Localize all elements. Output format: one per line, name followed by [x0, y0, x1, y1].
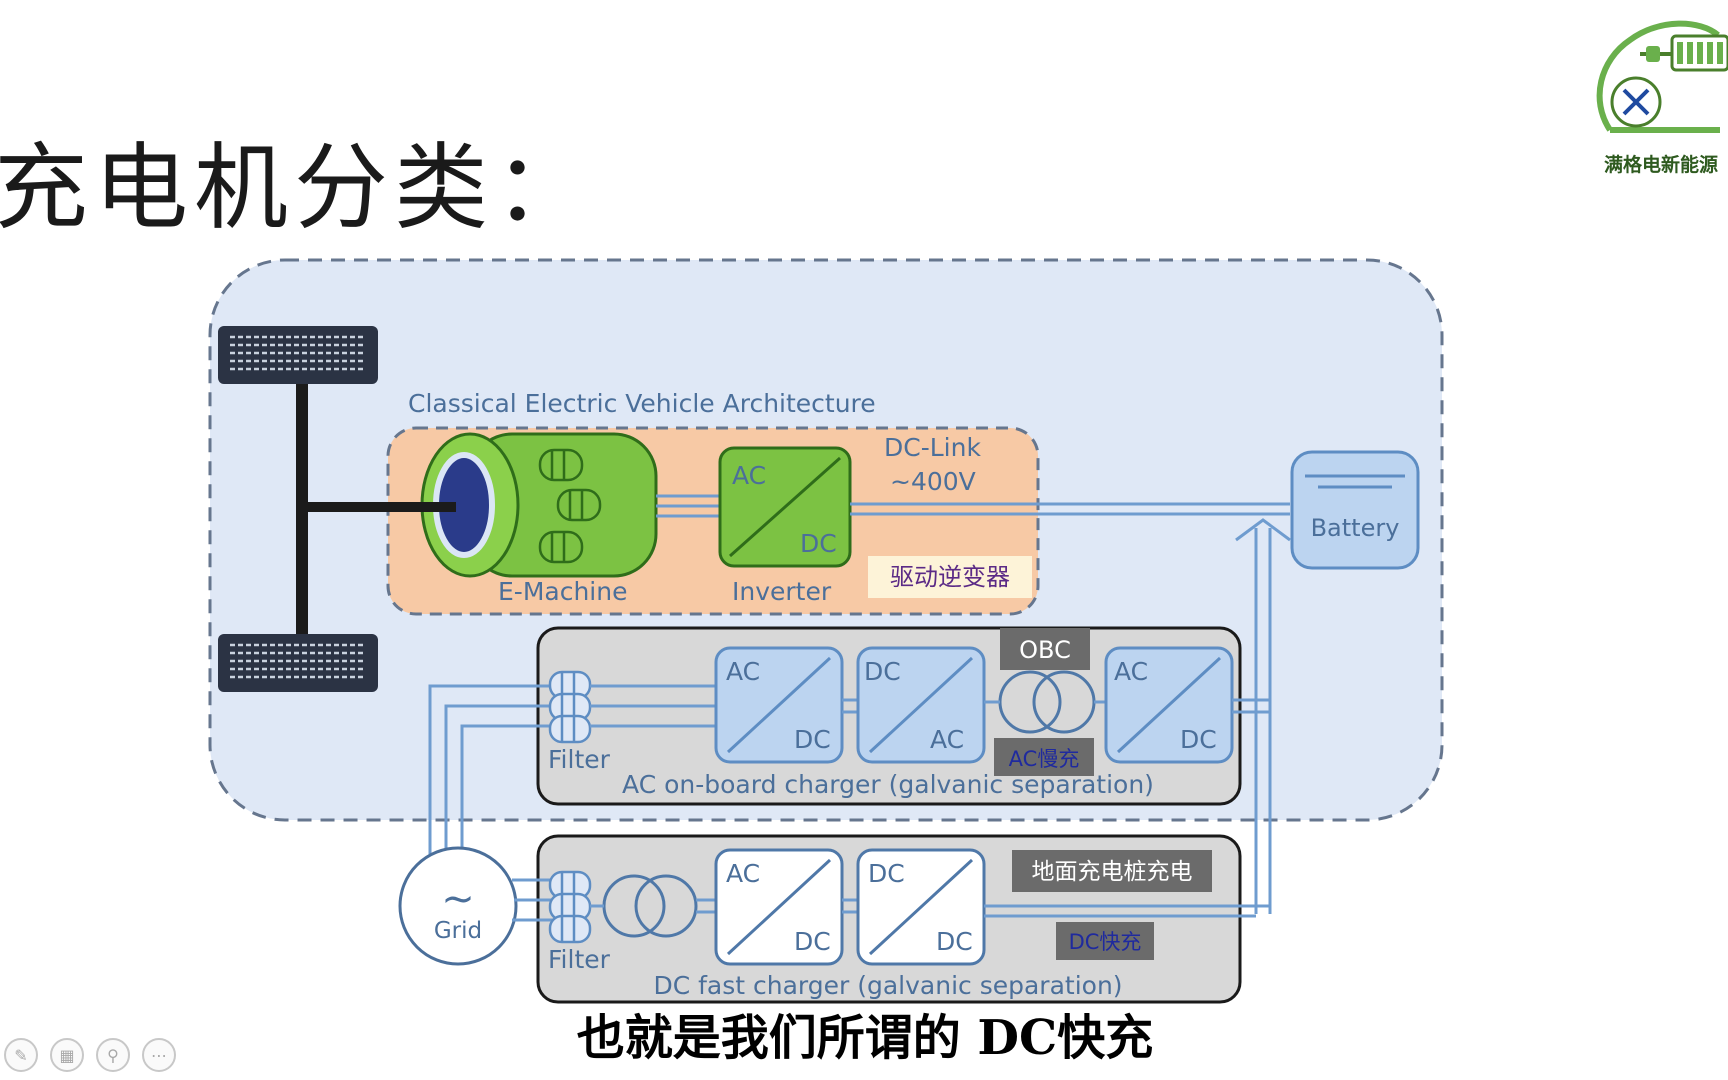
obc-converter-3-bottom: DC: [1180, 725, 1217, 754]
grid-symbol: ~: [441, 876, 475, 922]
video-subtitle: 也就是我们所谓的 DC快充: [576, 1010, 1154, 1066]
obc-tag-bg: [1000, 628, 1090, 670]
inverter-block: [718, 446, 852, 568]
ac-filter-icon: [548, 670, 592, 744]
dc-fast-tag: DC快充: [1069, 930, 1142, 954]
battery-icon: [1305, 474, 1405, 489]
dc-converter-2-top: DC: [868, 859, 905, 888]
drive-inverter-note-bg: [868, 556, 1032, 598]
dc-link-label: DC-Link: [884, 433, 981, 462]
inverter-dc: DC: [800, 529, 837, 558]
slides-icon[interactable]: ▦: [50, 1038, 84, 1072]
dc-converter-2: [856, 848, 986, 966]
drive-shaft: [306, 502, 456, 512]
dc-output: [984, 904, 1270, 918]
logo-icon: [1596, 20, 1728, 133]
wheel-axle-icon: [218, 326, 456, 692]
zoom-icon[interactable]: ⚲: [96, 1038, 130, 1072]
obc-link-1: [842, 698, 858, 714]
dc-link-bus: [850, 502, 1290, 516]
slide-title: 充电机分类：: [0, 134, 595, 243]
ground-charger-tag-bg: [1012, 850, 1212, 892]
ac-filter-wires: [590, 684, 718, 728]
obc-tag: OBC: [1019, 636, 1071, 664]
dc-converter-2-bottom: DC: [936, 927, 973, 956]
dc-converter-1-bottom: DC: [794, 927, 831, 956]
emachine-icon: [420, 432, 658, 578]
dc-fast-tag-bg: [1056, 922, 1154, 960]
obc-converter-3-top: AC: [1114, 657, 1148, 686]
ac-filter-label: Filter: [548, 745, 611, 774]
dc-filter-icon: [548, 870, 592, 944]
ground-charger-tag: 地面充电桩充电: [1032, 859, 1193, 885]
grid-source-icon: [398, 846, 518, 966]
drive-inverter-note: 驱动逆变器: [890, 563, 1010, 591]
grid-label: Grid: [434, 918, 482, 944]
obc-converter-1: [714, 646, 844, 764]
architecture-label: Classical Electric Vehicle Architecture: [408, 389, 876, 418]
more-options-icon[interactable]: ⋯: [142, 1038, 176, 1072]
grid-wires-dc: [512, 878, 556, 922]
dc-link-2: [842, 898, 858, 914]
dc-converter-1-top: AC: [726, 859, 760, 888]
dc-filter-label: Filter: [548, 945, 611, 974]
dc-converter-1: [714, 848, 844, 966]
obc-converter-2-bottom: AC: [930, 725, 964, 754]
obc-output: [1232, 698, 1270, 714]
grid-wires-ac: [428, 684, 556, 870]
pen-icon[interactable]: ✎: [4, 1038, 38, 1072]
obc-converter-2: [856, 646, 986, 764]
obc-converter-2-top: DC: [864, 657, 901, 686]
battery-label: Battery: [1311, 514, 1400, 542]
inverter-label: Inverter: [732, 577, 832, 606]
ac-slow-tag: AC慢充: [1009, 747, 1080, 771]
dc-charger-label: DC fast charger (galvanic separation): [653, 971, 1122, 1000]
emachine-label: E-Machine: [498, 577, 627, 606]
phase-wires: [656, 494, 720, 518]
arrow-up-icon: [1235, 518, 1291, 542]
logo-text: 满格电新能源: [1604, 154, 1719, 176]
ac-charger-label: AC on-board charger (galvanic separation…: [622, 770, 1154, 799]
battery-block: [1290, 450, 1420, 570]
dc-link-voltage: ~400V: [890, 467, 976, 496]
ac-slow-tag-bg: [994, 738, 1094, 776]
obc-converter-3: [1104, 646, 1234, 764]
obc-converter-1-top: AC: [726, 657, 760, 686]
inverter-ac: AC: [732, 461, 766, 490]
dc-link-1: [590, 898, 718, 914]
obc-converter-1-bottom: DC: [794, 725, 831, 754]
